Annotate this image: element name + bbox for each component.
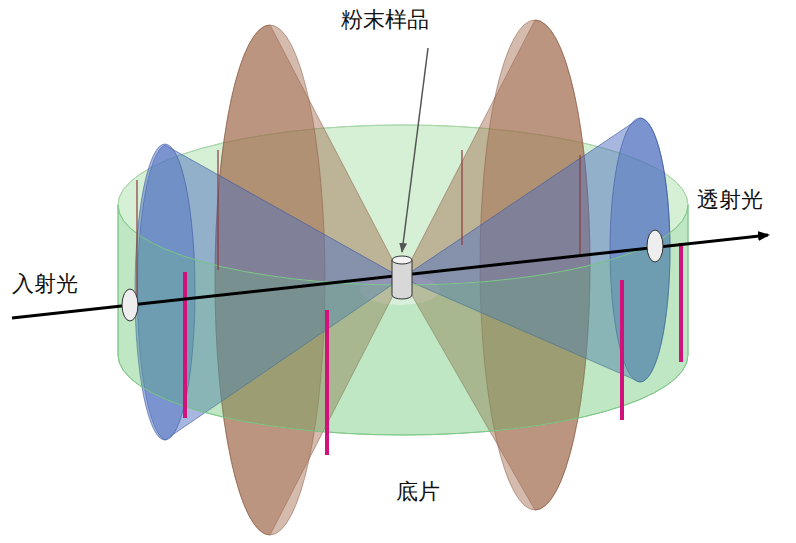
beam-label: 入射光: [12, 272, 78, 296]
sample-cylinder: [392, 256, 412, 299]
diffraction-line: [137, 150, 580, 300]
sample-label: 粉末样品: [341, 8, 429, 32]
film-label: 底片: [396, 480, 440, 504]
beam-label: 透射光: [697, 188, 763, 212]
leader-line: [402, 48, 428, 252]
beam-hole: [122, 289, 138, 321]
beam-hole: [647, 230, 663, 262]
diffraction-line: [185, 243, 681, 455]
